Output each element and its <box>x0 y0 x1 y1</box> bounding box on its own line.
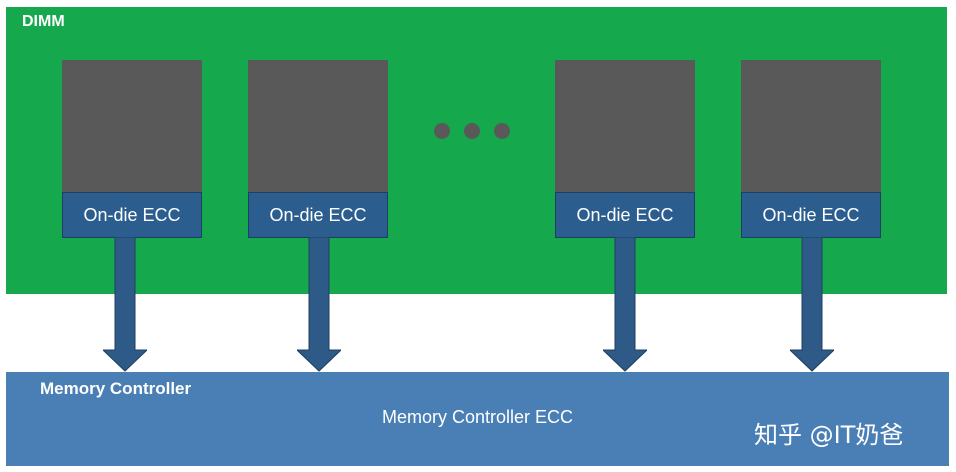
memory-chip-1: On-die ECC <box>62 60 202 238</box>
memory-chip-4: On-die ECC <box>741 60 881 238</box>
memory-chip-2: On-die ECC <box>248 60 388 238</box>
ellipsis-dot-icon <box>464 123 480 139</box>
on-die-ecc-label: On-die ECC <box>248 192 388 238</box>
chip-body <box>62 60 202 192</box>
chip-body <box>741 60 881 192</box>
down-arrow-icon <box>103 237 147 372</box>
down-arrow-icon <box>603 237 647 372</box>
memory-chip-3: On-die ECC <box>555 60 695 238</box>
memory-controller-title: Memory Controller <box>40 379 192 398</box>
on-die-ecc-label: On-die ECC <box>741 192 881 238</box>
dimm-label: DIMM <box>22 13 65 30</box>
ellipsis-dot-icon <box>434 123 450 139</box>
on-die-ecc-label: On-die ECC <box>62 192 202 238</box>
memory-controller-block: Memory Controller Memory Controller ECC <box>6 372 949 466</box>
watermark-text: 知乎 @IT奶爸 <box>754 421 904 449</box>
chip-body <box>248 60 388 192</box>
chip-body <box>555 60 695 192</box>
ellipsis-dot-icon <box>494 123 510 139</box>
down-arrow-icon <box>297 237 341 372</box>
memory-controller-ecc-label: Memory Controller ECC <box>381 407 574 427</box>
on-die-ecc-label: On-die ECC <box>555 192 695 238</box>
down-arrow-icon <box>790 237 834 372</box>
